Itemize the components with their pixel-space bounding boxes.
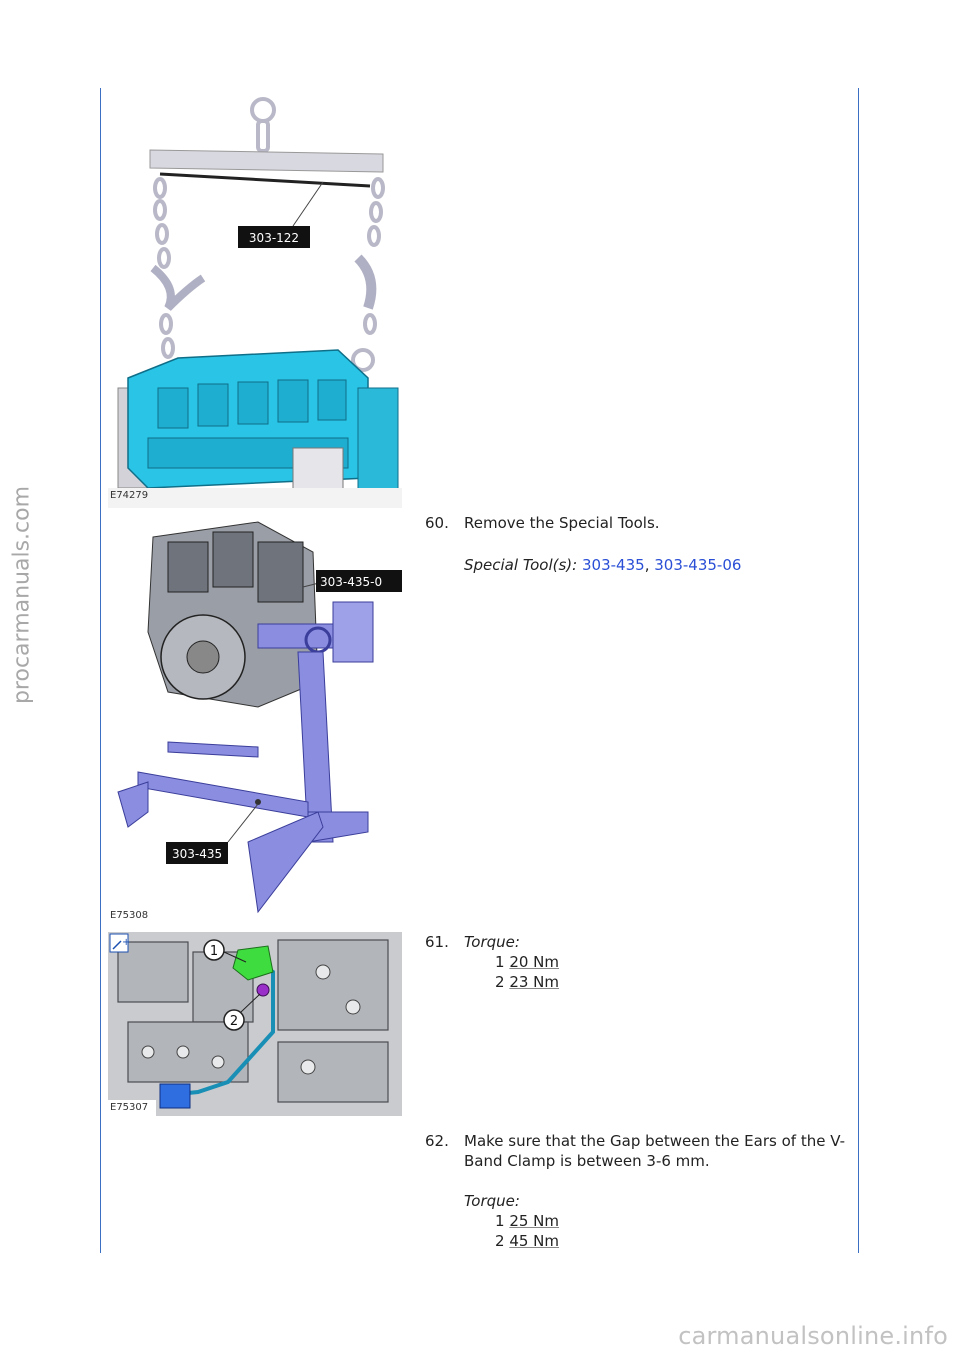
step-60: 60. Remove the Special Tools. Special To… <box>425 513 855 583</box>
tool-separator: , <box>644 556 650 574</box>
zoom-icon[interactable] <box>110 934 128 952</box>
step-text: Make sure that the Gap between the Ears … <box>464 1132 845 1170</box>
figure-engine-stand: 303-435-0 303-435 E75308 <box>108 512 402 922</box>
side-watermark: procarmanuals.com <box>9 485 35 705</box>
torque-row: 1 20 Nm <box>464 952 854 972</box>
right-margin-rule <box>858 88 859 1253</box>
torque-index: 1 <box>495 953 505 971</box>
torque-index: 2 <box>495 973 505 991</box>
torque-index: 1 <box>495 1212 505 1230</box>
callout-303-435-0: 303-435-0 <box>320 575 382 589</box>
tool-link-303-435[interactable]: 303-435 <box>582 556 645 574</box>
step-number: 61. <box>425 933 449 951</box>
figure-code: E74279 <box>110 490 149 501</box>
step-61: 61. Torque: 1 20 Nm 2 23 Nm <box>425 932 855 994</box>
callout-2: 2 <box>230 1014 238 1029</box>
figure-pipe-fixings: 1 2 + E75307 <box>108 932 402 1116</box>
torque-row: 2 23 Nm <box>464 972 854 992</box>
callout-303-122: 303-122 <box>249 231 299 245</box>
figure-engine-lifting: 303-122 E74279 <box>108 88 402 508</box>
callout-1: 1 <box>210 944 218 959</box>
special-tools-label: Special Tool(s): <box>464 556 578 574</box>
torque-value[interactable]: 45 Nm <box>509 1232 560 1250</box>
engine-stand-illustration: 303-435-0 303-435 <box>117 521 402 914</box>
torque-index: 2 <box>495 1232 505 1250</box>
figure-code: E75308 <box>110 910 149 921</box>
callout-303-435: 303-435 <box>172 847 222 861</box>
pipe-fixings-illustration: 1 2 + <box>108 932 402 1116</box>
figure-code: E75307 <box>110 1102 149 1113</box>
step-text: Remove the Special Tools. <box>464 514 660 532</box>
torque-row: 2 45 Nm <box>464 1231 854 1251</box>
torque-value[interactable]: 25 Nm <box>509 1212 560 1230</box>
svg-text:+: + <box>122 937 130 948</box>
left-margin-rule <box>100 88 101 1253</box>
step-number: 60. <box>425 514 449 532</box>
torque-value[interactable]: 20 Nm <box>509 953 560 971</box>
engine-lifting-illustration: 303-122 <box>108 97 402 508</box>
bottom-watermark[interactable]: carmanualsonline.info <box>678 1322 948 1350</box>
torque-label: Torque: <box>464 933 520 951</box>
step-62: 62. Make sure that the Gap between the E… <box>425 1131 855 1251</box>
torque-value[interactable]: 23 Nm <box>509 973 560 991</box>
tool-link-303-435-06[interactable]: 303-435-06 <box>654 556 742 574</box>
torque-label: Torque: <box>464 1192 520 1210</box>
step-number: 62. <box>425 1132 449 1150</box>
torque-row: 1 25 Nm <box>464 1211 854 1231</box>
